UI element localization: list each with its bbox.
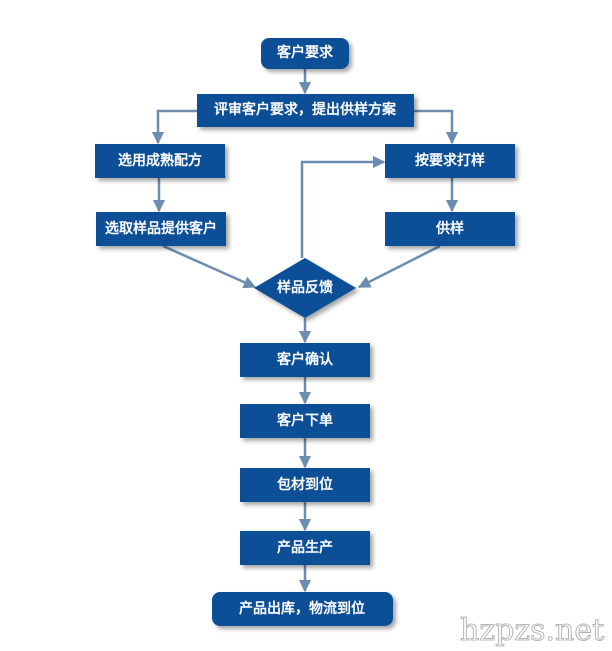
node-label: 客户确认 [276,351,334,368]
node-review: 评审客户要求，提出供样方案 [197,94,414,127]
arrow-review-to-mature [151,109,197,145]
arrow-feedback-to-sample [300,155,386,258]
node-production: 产品生产 [240,531,370,565]
node-label: 包材到位 [277,476,333,493]
node-label: 供样 [435,220,464,237]
node-customer-confirm: 客户确认 [240,343,370,377]
node-label: 产品生产 [277,539,333,556]
node-label: 按要求打样 [415,152,485,169]
node-label: 选用成熟配方 [118,152,202,169]
node-label: 选取样品提供客户 [105,220,217,237]
node-supply-sample: 供样 [385,212,515,246]
arrow-supply-to-feedback [357,244,441,289]
node-select-sample: 选取样品提供客户 [96,212,226,246]
node-label: 评审客户要求，提出供样方案 [214,101,397,118]
node-mature-formula: 选用成熟配方 [95,144,225,178]
node-customer-order: 客户下单 [240,404,370,438]
node-customer-request: 客户要求 [261,38,349,69]
watermark: hzpzs.net [460,613,604,648]
node-packaging-ready: 包材到位 [240,468,370,502]
node-sample-by-request: 按要求打样 [385,144,515,178]
node-label: 产品出库，物流到位 [239,600,365,617]
arrow-review-to-sample [414,109,459,145]
connectors [151,68,459,593]
node-label: 样品反馈 [277,279,333,296]
node-label: 客户下单 [276,412,333,429]
arrow-select-to-feedback [162,244,257,289]
node-label: 客户要求 [276,44,334,61]
node-feedback-decision: 样品反馈 [254,258,356,318]
node-shipping: 产品出库，物流到位 [212,592,393,626]
